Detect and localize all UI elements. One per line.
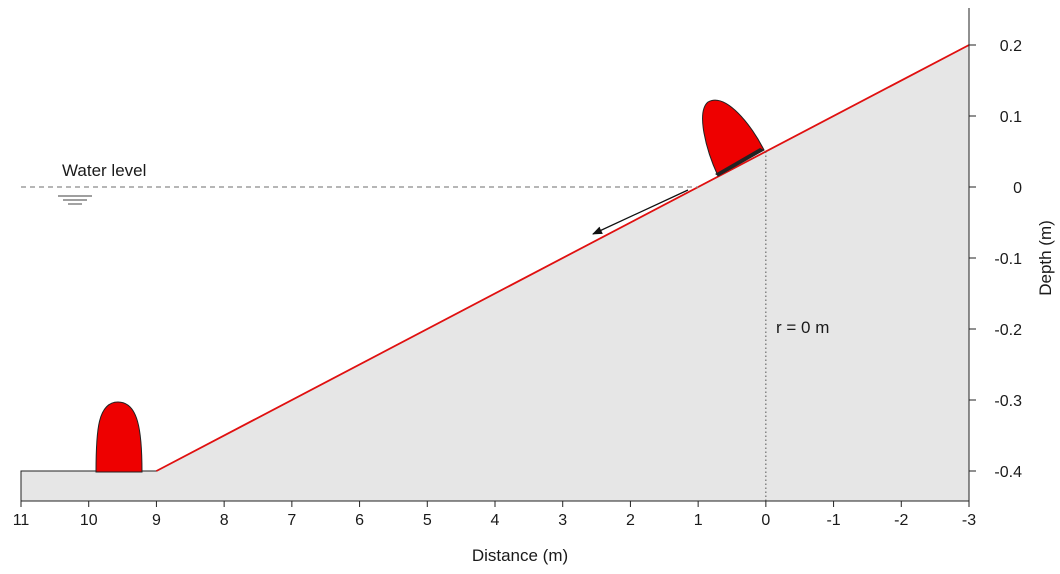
y-tick-label: -0.3: [994, 393, 1022, 410]
x-tick-label: 6: [355, 512, 364, 529]
x-tick-label: 7: [287, 512, 296, 529]
x-tick-label: -3: [962, 512, 976, 529]
r-zero-label: r = 0 m: [776, 318, 829, 337]
x-tick-label: -2: [894, 512, 908, 529]
y-axis-title: Depth (m): [1036, 220, 1055, 296]
y-tick-label: 0: [1013, 180, 1022, 197]
y-tick-label: -0.4: [994, 464, 1022, 481]
y-tick-label: 0.1: [1000, 109, 1022, 126]
x-tick-label: 1: [694, 512, 703, 529]
slope-surface-line: [156, 44, 970, 472]
x-tick-label: 5: [423, 512, 432, 529]
x-tick-label: -1: [826, 512, 840, 529]
x-tick-label: 8: [220, 512, 229, 529]
downslope-arrow-icon: [592, 189, 689, 235]
x-tick-label: 3: [558, 512, 567, 529]
x-tick-label: 9: [152, 512, 161, 529]
y-axis-ticks: 0.2 0.1 0 -0.1 -0.2 -0.3 -0.4: [969, 38, 1022, 481]
x-tick-label: 0: [761, 512, 770, 529]
y-tick-label: -0.2: [994, 322, 1022, 339]
x-axis-title: Distance (m): [472, 546, 568, 565]
water-level-symbol-icon: [58, 195, 92, 205]
x-tick-label: 4: [491, 512, 500, 529]
sediment-bed: [20, 44, 970, 502]
x-tick-label: 11: [13, 512, 30, 529]
x-tick-label: 2: [626, 512, 635, 529]
water-level-label: Water level: [62, 161, 146, 180]
contact-shadow: [715, 148, 764, 176]
bottom-flow-body: [95, 401, 143, 473]
x-tick-label: 10: [80, 512, 98, 529]
y-tick-label: -0.1: [994, 251, 1022, 268]
y-tick-label: 0.2: [1000, 38, 1022, 55]
